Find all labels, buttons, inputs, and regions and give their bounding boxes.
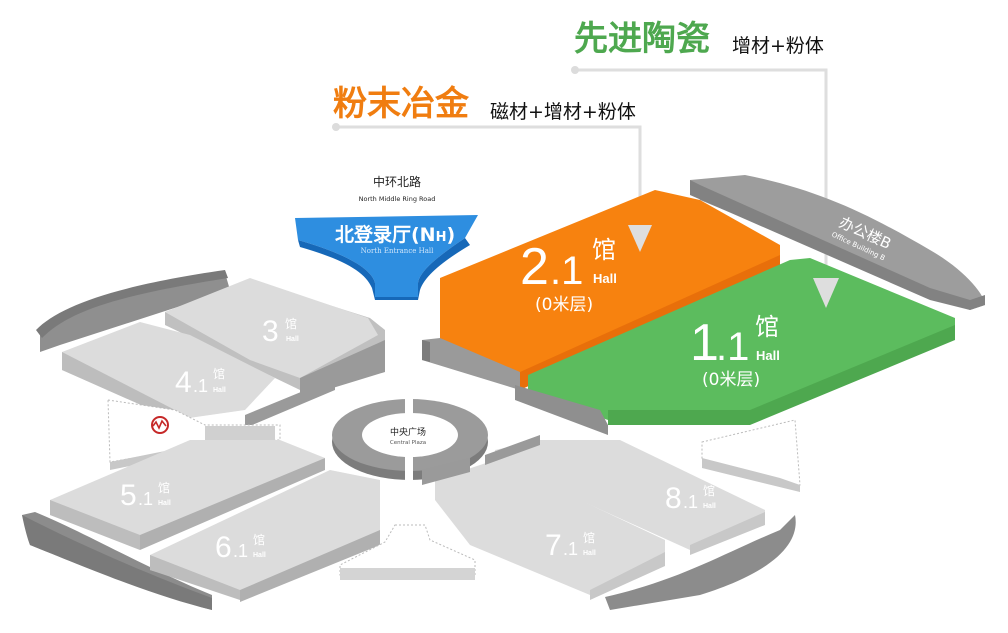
callout-ceramics-subtitle: 增材+粉体: [732, 35, 824, 57]
svg-text:Hall: Hall: [213, 387, 226, 394]
arrow-to-hall-2-1: [628, 225, 652, 252]
road-name-en: North Middle Ring Road: [359, 195, 436, 203]
right-lower-wing: [605, 515, 796, 610]
svg-text:馆: 馆: [213, 366, 225, 381]
svg-text:(0米层): (0米层): [535, 295, 593, 315]
svg-text:8: 8: [665, 482, 682, 515]
south-entrance: [339, 524, 476, 580]
svg-text:馆: 馆: [583, 530, 595, 545]
svg-text:馆: 馆: [158, 480, 170, 495]
callout-pm-subtitle: 磁材+增材+粉体: [490, 101, 636, 123]
hall-5-1[interactable]: [50, 440, 325, 550]
svg-text:Hall: Hall: [703, 503, 716, 510]
svg-text:3: 3: [262, 315, 279, 348]
svg-text:Hall: Hall: [583, 550, 596, 557]
svg-text:.1: .1: [193, 376, 208, 396]
callout-pm-title: 粉末冶金: [333, 84, 470, 124]
hall-4-1-label: 4 .1 馆 Hall: [175, 366, 226, 399]
svg-text:馆: 馆: [755, 313, 779, 341]
hall-4-1[interactable]: [62, 322, 335, 428]
svg-text:.1: .1: [683, 492, 698, 512]
office-building-b[interactable]: [690, 175, 985, 310]
left-upper-wing: [40, 273, 230, 352]
hall-6-1[interactable]: [150, 470, 380, 602]
metro-icon: [151, 416, 169, 434]
svg-text:1: 1: [690, 314, 719, 372]
hall-8-1[interactable]: [485, 435, 765, 555]
svg-text:.1: .1: [138, 489, 153, 509]
hall-7-1[interactable]: [422, 458, 665, 600]
east-metro-entrance: [701, 419, 801, 492]
svg-text:馆: 馆: [285, 316, 297, 331]
hall-1-1[interactable]: [515, 258, 955, 435]
svg-text:Hall: Hall: [286, 336, 299, 343]
svg-text:.1: .1: [716, 325, 749, 369]
callout-ceramics-title: 先进陶瓷: [574, 19, 710, 59]
svg-text:Hall: Hall: [253, 552, 266, 559]
svg-text:Hall: Hall: [593, 271, 617, 286]
hall-5-1-label: 5 .1 馆 Hall: [120, 479, 171, 512]
north-entrance-name: 北登录厅(NH): [335, 223, 455, 246]
svg-text:Hall: Hall: [756, 348, 780, 363]
svg-text:.1: .1: [550, 249, 583, 293]
svg-text:馆: 馆: [592, 236, 616, 264]
north-entrance-name-en: North Entrance Hall: [361, 247, 434, 255]
svg-text:馆: 馆: [703, 483, 715, 498]
hall-7-1-label: 7 .1 馆 Hall: [545, 529, 596, 562]
north-entrance-hall[interactable]: [295, 215, 478, 300]
arrow-to-hall-1-1: [813, 278, 839, 308]
svg-text:.1: .1: [233, 541, 248, 561]
svg-text:(0米层): (0米层): [702, 370, 760, 390]
svg-text:4: 4: [175, 366, 192, 399]
hall-3[interactable]: [165, 278, 385, 398]
hall-6-1-label: 6 .1 馆 Hall: [215, 531, 266, 564]
svg-text:6: 6: [215, 531, 232, 564]
svg-text:馆: 馆: [253, 532, 265, 547]
svg-text:.1: .1: [563, 539, 578, 559]
hall-8-1-label: 8 .1 馆 Hall: [665, 482, 716, 515]
svg-text:7: 7: [545, 529, 562, 562]
plaza-name-en: Central Plaza: [390, 440, 426, 446]
hall-3-label: 3 馆 Hall: [262, 315, 299, 348]
hall-1-1-label: 1 .1 馆 Hall (0米层): [690, 313, 780, 390]
svg-text:Hall: Hall: [158, 500, 171, 507]
svg-text:5: 5: [120, 479, 137, 512]
plaza-name-cn: 中央广场: [390, 426, 426, 438]
hall-2-1-label: 2 .1 馆 Hall (0米层): [520, 236, 617, 315]
central-plaza[interactable]: [332, 395, 488, 485]
road-name-cn: 中环北路: [373, 174, 421, 189]
svg-text:2: 2: [520, 238, 549, 296]
